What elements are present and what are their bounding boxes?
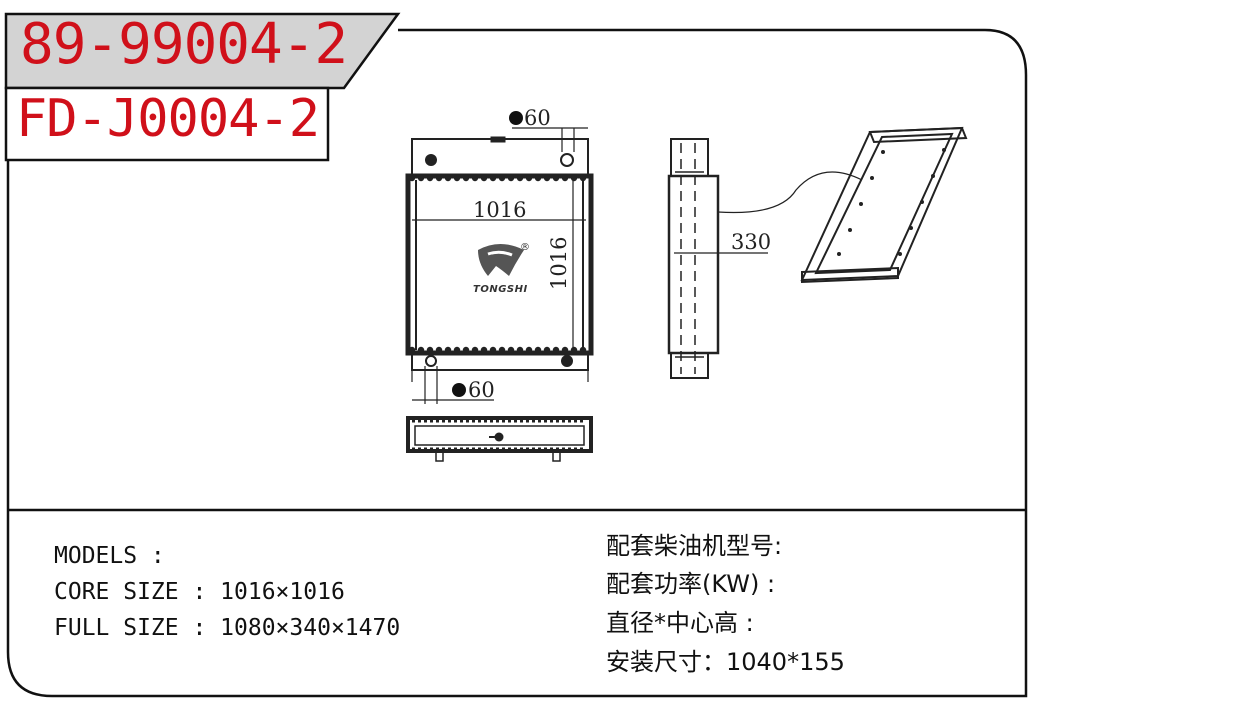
spec-engine-model: 配套柴油机型号: xyxy=(606,532,783,560)
pipe-top-diameter-symbol xyxy=(509,111,523,125)
pipe-bottom-dimension-label: 60 xyxy=(468,378,495,402)
brand-logo-highlight xyxy=(487,250,513,257)
core-depth-dimension-label: 330 xyxy=(731,230,771,254)
bottom-right-mount-hole xyxy=(561,355,573,367)
frame-inner xyxy=(814,132,954,275)
front-core xyxy=(405,173,594,356)
detail-leader-line xyxy=(717,171,863,214)
brand-logo-mark xyxy=(478,244,524,276)
part-number: 89-99004-2 xyxy=(20,12,348,77)
side-bottom-tank xyxy=(670,352,709,379)
inlet-pipe xyxy=(560,153,574,167)
core-width-dimension-label: 1016 xyxy=(473,198,526,222)
side-core xyxy=(667,174,720,355)
spec-models: MODELS : xyxy=(54,543,165,569)
bottom-view-foot-right xyxy=(552,450,561,462)
spec-mounting-size: 安装尺寸：1040*155 xyxy=(606,648,845,676)
frame-bottom-flange xyxy=(801,266,899,284)
reference-code: FD-J0004-2 xyxy=(16,89,320,149)
bottom-view-body xyxy=(406,416,593,453)
mounting-frame-detail xyxy=(800,126,968,284)
core-height-dimension-label: 1016 xyxy=(547,237,571,290)
pipe-bottom-diameter-symbol xyxy=(452,383,466,397)
part-number-banner xyxy=(4,12,401,90)
spec-full-size: FULL SIZE : 1080×340×1470 xyxy=(54,615,401,641)
pipe-top-dimension-label: 60 xyxy=(524,106,551,130)
brand-logo: TONGSHI ® xyxy=(473,242,530,295)
top-filler-neck xyxy=(490,136,506,143)
bottom-view-inner xyxy=(414,425,585,446)
spec-power: 配套功率(KW) : xyxy=(606,570,776,598)
front-fins-top xyxy=(408,174,587,182)
frame-top-flange xyxy=(868,126,968,144)
reference-code-box xyxy=(4,86,330,162)
side-top-tank xyxy=(670,138,709,177)
side-view xyxy=(667,138,863,379)
bottom-view-foot-left xyxy=(435,450,444,462)
sheet-border xyxy=(6,28,1028,698)
top-left-mount-hole xyxy=(425,154,437,166)
brand-logo-text: TONGSHI xyxy=(473,284,528,295)
outlet-pipe xyxy=(425,355,437,367)
frame-bolt-holes xyxy=(837,148,946,256)
front-fins-bottom xyxy=(408,346,587,354)
spec-core-size: CORE SIZE : 1016×1016 xyxy=(54,579,345,605)
bottom-view xyxy=(406,416,593,462)
spec-diameter-center-height: 直径*中心高 : xyxy=(606,609,754,637)
registered-mark: ® xyxy=(520,242,530,253)
